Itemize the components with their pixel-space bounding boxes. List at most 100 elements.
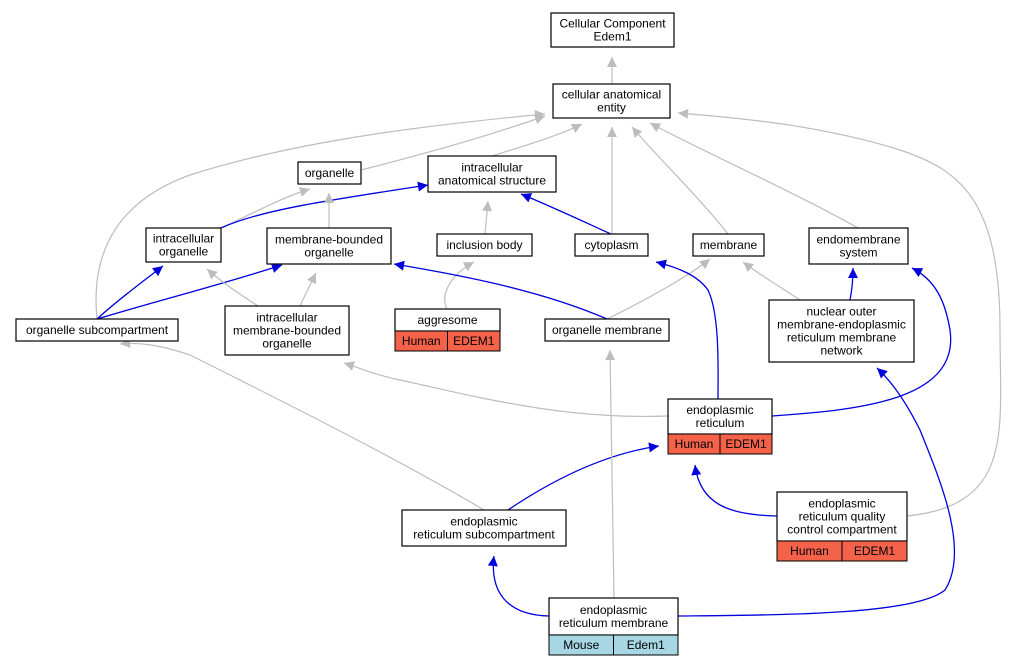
- edge-line: [360, 115, 546, 171]
- node-memb[interactable]: membrane: [692, 233, 765, 257]
- arrowhead-icon: [607, 127, 617, 137]
- gene-cell: [719, 433, 773, 455]
- node-label: Edem1: [593, 30, 631, 44]
- node-label: inclusion body: [446, 238, 522, 252]
- edge-osc-to-mbo: [96, 263, 283, 320]
- arrowhead-icon: [207, 269, 218, 280]
- edge-line: [631, 126, 729, 235]
- arrowhead-icon: [605, 350, 616, 361]
- edge-line: [677, 367, 956, 617]
- arrowhead-icon: [912, 268, 924, 278]
- node-cyto[interactable]: cytoplasm: [574, 233, 649, 257]
- node-label: organelle: [159, 245, 209, 259]
- edge-erqc-to-er: [691, 464, 778, 517]
- node-ib[interactable]: inclusion body: [436, 233, 533, 257]
- edge-line: [609, 349, 615, 599]
- edge-osc-to-io: [96, 265, 164, 320]
- edge-er-to-cyto: [655, 259, 719, 400]
- node-label: organelle subcompartment: [26, 323, 169, 337]
- edge-nom-to-memb: [742, 261, 801, 301]
- edge-erm-to-ersub: [487, 555, 550, 617]
- node-label: organelle: [262, 337, 312, 351]
- edge-line: [694, 464, 778, 517]
- node-label: organelle: [305, 166, 355, 180]
- node-box: [297, 161, 362, 185]
- edge-memb-to-cae: [631, 126, 729, 235]
- arrowhead-icon: [699, 259, 710, 270]
- arrowhead-icon: [648, 442, 659, 453]
- arrowhead-icon: [691, 465, 702, 476]
- node-label: network: [820, 344, 863, 358]
- node-box: [550, 12, 675, 48]
- arrowhead-icon: [344, 361, 356, 371]
- gene-cell: [841, 540, 908, 562]
- edge-line: [96, 265, 164, 320]
- node-nom[interactable]: nuclear outermembrane-endoplasmicreticul…: [768, 299, 915, 363]
- gene-cell: [613, 634, 679, 656]
- edge-line: [655, 261, 719, 400]
- edge-line: [507, 445, 660, 511]
- arrowhead-icon: [570, 124, 582, 133]
- edge-line: [119, 342, 485, 511]
- arrowhead-icon: [877, 368, 888, 379]
- arrowhead-icon: [487, 556, 498, 567]
- edge-osc-to-cae: [95, 109, 546, 320]
- node-label: reticulum subcompartment: [413, 528, 555, 542]
- species-label: Human: [790, 544, 829, 558]
- edge-om-to-mbo: [393, 260, 608, 320]
- node-box: [427, 155, 557, 193]
- edge-line: [742, 261, 801, 301]
- node-label: cellular anatomical: [562, 88, 661, 102]
- edge-cyto-to-ias: [520, 193, 612, 235]
- edge-cyto-to-cae: [607, 127, 617, 234]
- species-label: Mouse: [563, 638, 599, 652]
- arrowhead-icon: [521, 193, 533, 203]
- edge-line: [606, 258, 711, 320]
- node-label: anatomical structure: [438, 174, 546, 188]
- edge-imbo-to-io: [206, 268, 259, 307]
- gene-label: EDEM1: [725, 437, 767, 451]
- edge-ersub-to-osc: [119, 338, 485, 511]
- node-label: intracellular: [256, 311, 317, 325]
- node-om[interactable]: organelle membrane: [544, 318, 670, 342]
- arrowhead-icon: [307, 273, 316, 285]
- edge-line: [343, 362, 669, 418]
- node-label: endoplasmic: [580, 603, 647, 617]
- node-label: endoplasmic: [808, 497, 875, 511]
- arrowhead-icon: [298, 187, 310, 197]
- node-box: [574, 233, 649, 257]
- node-label: membrane-endoplasmic: [777, 318, 906, 332]
- arrowhead-icon: [270, 263, 282, 273]
- edge-line: [677, 112, 1002, 517]
- edge-aggr-to-ib: [444, 261, 475, 310]
- arrowhead-icon: [417, 181, 428, 192]
- node-box: [401, 509, 567, 547]
- node-label: endoplasmic: [450, 515, 517, 529]
- node-label: membrane-bounded: [233, 324, 341, 338]
- node-label: entity: [597, 101, 626, 115]
- node-organelle[interactable]: organelle: [297, 161, 362, 185]
- edge-ias-to-cae: [491, 123, 583, 157]
- node-box: [776, 491, 908, 542]
- node-label: reticulum membrane: [559, 616, 669, 630]
- node-label: reticulum quality: [799, 510, 886, 524]
- node-box: [667, 398, 773, 435]
- gene-label: EDEM1: [453, 334, 495, 348]
- node-label: reticulum membrane: [787, 331, 897, 345]
- gene-cell: [447, 330, 501, 352]
- node-box: [544, 318, 670, 342]
- node-osc[interactable]: organelle subcompartment: [15, 318, 179, 342]
- arrowhead-icon: [650, 123, 662, 133]
